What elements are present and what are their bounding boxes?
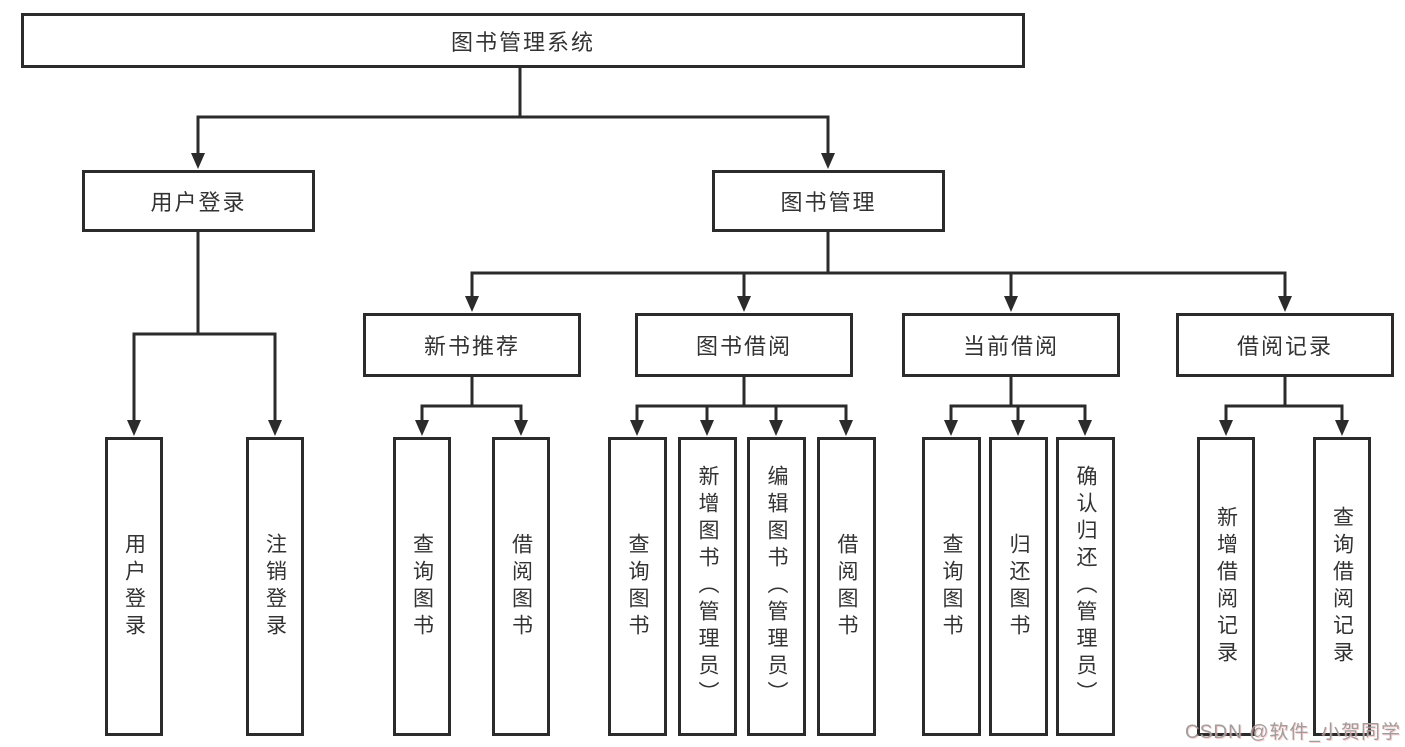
leaf-return-book-label: 归还图书 <box>1007 532 1030 641</box>
leaf-user-login: 用户登录 <box>105 437 163 736</box>
node-new-book-recommend: 新书推荐 <box>363 313 581 377</box>
leaf-add-book-admin: 新增图书（管理员） <box>678 437 737 736</box>
leaf-borrow-query-book-label: 查询图书 <box>626 532 649 641</box>
leaf-confirm-return-admin-label: 确认归还（管理员） <box>1074 465 1097 708</box>
leaf-current-query-book-label: 查询图书 <box>940 532 963 641</box>
leaf-recommend-query-book: 查询图书 <box>393 437 451 736</box>
leaf-query-borrow-record-label: 查询借阅记录 <box>1330 505 1354 668</box>
leaf-borrow-book: 借阅图书 <box>817 437 876 736</box>
node-book-borrow: 图书借阅 <box>635 313 853 377</box>
leaf-borrow-book-label: 借阅图书 <box>835 532 858 641</box>
leaf-user-login-label: 用户登录 <box>122 532 146 641</box>
leaf-add-borrow-record: 新增借阅记录 <box>1197 437 1255 736</box>
node-root-system: 图书管理系统 <box>21 13 1025 68</box>
leaf-query-borrow-record: 查询借阅记录 <box>1313 437 1371 736</box>
leaf-recommend-borrow-book-label: 借阅图书 <box>509 532 533 641</box>
leaf-add-book-admin-label: 新增图书（管理员） <box>696 465 719 708</box>
leaf-return-book: 归还图书 <box>989 437 1048 736</box>
node-user-login: 用户登录 <box>82 170 315 232</box>
leaf-borrow-query-book: 查询图书 <box>608 437 667 736</box>
leaf-edit-book-admin-label: 编辑图书（管理员） <box>765 465 788 708</box>
leaf-confirm-return-admin: 确认归还（管理员） <box>1056 437 1115 736</box>
node-borrow-records: 借阅记录 <box>1176 313 1394 377</box>
leaf-current-query-book: 查询图书 <box>922 437 981 736</box>
leaf-logout: 注销登录 <box>246 437 304 736</box>
node-book-management: 图书管理 <box>712 170 945 232</box>
node-current-borrow: 当前借阅 <box>902 313 1120 377</box>
leaf-recommend-borrow-book: 借阅图书 <box>492 437 550 736</box>
leaf-logout-label: 注销登录 <box>263 532 287 641</box>
csdn-watermark: CSDN @软件_小贺同学 <box>1185 722 1401 743</box>
leaf-add-borrow-record-label: 新增借阅记录 <box>1214 505 1238 668</box>
leaf-recommend-query-book-label: 查询图书 <box>410 532 434 641</box>
leaf-edit-book-admin: 编辑图书（管理员） <box>747 437 806 736</box>
